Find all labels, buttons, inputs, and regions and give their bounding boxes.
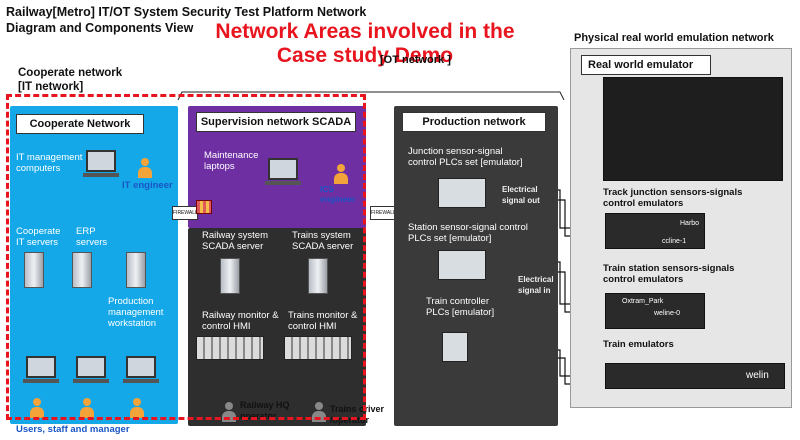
- production-workstation-icon: [126, 252, 146, 288]
- junction-label-1: Harbo: [680, 220, 700, 227]
- manager-computer-icon: [123, 356, 159, 383]
- railway-server-label: Railway system SCADA server: [202, 230, 268, 252]
- trains-server-label: Trains system SCADA server: [292, 230, 354, 252]
- train-emulator: welin: [605, 363, 785, 389]
- train-station-emulator: Oxtram_Park weline-0: [605, 293, 705, 329]
- train-station-label: Train station sensors-signals control em…: [603, 263, 735, 285]
- railway-operator-icon: [222, 402, 236, 422]
- electrical-in-label: Electrical signal in: [518, 275, 554, 295]
- cooperate-network-panel: Cooperate Network IT management computer…: [10, 106, 178, 424]
- manager-icon: [130, 398, 144, 418]
- diagram-title: Railway[Metro] IT/OT System Security Tes…: [6, 5, 367, 35]
- erp-server-icon: [72, 252, 92, 288]
- cooperate-header: Cooperate Network: [16, 114, 144, 134]
- coop-servers-label: Cooperate IT servers: [16, 226, 61, 248]
- real-world-emulator-header: Real world emulator: [581, 55, 711, 75]
- overlay-title: Network Areas involved in the Case study…: [215, 20, 515, 67]
- real-world-emulator-screen: [603, 77, 783, 181]
- production-ws-label: Production management workstation: [108, 296, 164, 329]
- track-junction-emulator: ccline-1 Harbo: [605, 213, 705, 249]
- railway-hmi-screen-icon: [196, 336, 264, 360]
- case-study-area-outline: [6, 94, 366, 420]
- station-label-1: weline-0: [654, 310, 681, 317]
- coop-server-icon: [24, 252, 44, 288]
- ics-engineer-label: ICS engineer: [320, 184, 356, 204]
- it-mgmt-label: IT management computers: [16, 152, 83, 174]
- trains-server-icon: [308, 258, 328, 294]
- electrical-out-label: Electrical signal out: [502, 185, 540, 205]
- scada-header: Supervision network SCADA: [196, 112, 356, 132]
- railway-hmi-label: Railway monitor & control HMI: [202, 310, 279, 332]
- ics-engineer-icon: [334, 164, 348, 184]
- it-label-line1: Cooperate network: [18, 67, 123, 79]
- erp-servers-label: ERP servers: [76, 226, 108, 248]
- train-plcs-label: Train controller PLCs [emulator]: [426, 296, 495, 318]
- production-network-panel: Production network Junction sensor-signa…: [394, 106, 558, 426]
- it-network-label: Cooperate network [IT network]: [18, 66, 122, 94]
- maintenance-laptop-icon: [265, 158, 301, 185]
- staff-icon: [80, 398, 94, 418]
- it-engineer-label: IT engineer: [122, 180, 173, 191]
- physical-network-panel: Real world emulator Track junction senso…: [570, 48, 792, 408]
- it-engineer-icon: [138, 158, 152, 178]
- railway-operator-label: Railway HQ operator: [240, 400, 290, 421]
- trains-operator-icon: [312, 402, 326, 422]
- production-header: Production network: [402, 112, 546, 132]
- users-label: Users, staff and manager: [16, 424, 130, 435]
- train-label: welin: [746, 370, 769, 381]
- junction-label-0: ccline-1: [662, 238, 687, 245]
- scada-servers-panel: Railway system SCADA server Trains syste…: [188, 228, 366, 426]
- junction-plcs-label: Junction sensor-signal control PLCs set …: [408, 146, 523, 168]
- firewall-icon: [196, 200, 212, 214]
- firewall-scada-production: FIREWALL: [370, 206, 396, 220]
- junction-plc-icon: [438, 178, 486, 208]
- track-junction-label: Track junction sensors-signals control e…: [603, 187, 743, 209]
- user-computer-icon: [23, 356, 59, 383]
- train-plc-icon: [442, 332, 468, 362]
- user-icon: [30, 398, 44, 418]
- train-emulators-label: Train emulators: [603, 339, 674, 350]
- maintenance-label: Maintenance laptops: [204, 150, 259, 172]
- trains-hmi-screen-icon: [284, 336, 352, 360]
- station-label-0: Oxtram_Park: [622, 298, 664, 305]
- it-label-line2: [IT network]: [18, 81, 84, 93]
- staff-computer-icon: [73, 356, 109, 383]
- station-plc-icon: [438, 250, 486, 280]
- ot-network-label: [OT network ]: [380, 54, 451, 66]
- trains-hmi-label: Trains monitor & control HMI: [288, 310, 358, 332]
- railway-server-icon: [220, 258, 240, 294]
- scada-network-panel: Supervision network SCADA Maintenance la…: [188, 106, 366, 228]
- physical-network-label: Physical real world emulation network: [574, 32, 774, 44]
- it-mgmt-computer-icon: [83, 150, 119, 177]
- station-plcs-label: Station sensor-signal control PLCs set […: [408, 222, 528, 244]
- trains-operator-label: Trains driver /operator: [330, 404, 385, 425]
